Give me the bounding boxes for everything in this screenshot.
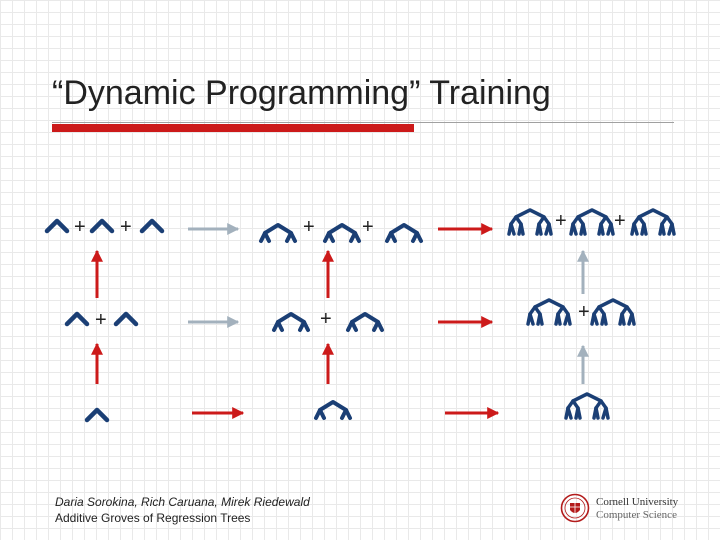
tree-2-icon bbox=[385, 223, 423, 243]
plus-sign: + bbox=[303, 216, 315, 238]
tree-2-icon bbox=[314, 400, 352, 420]
grove-col2-row1: + + bbox=[259, 216, 423, 243]
title-accent-bar bbox=[52, 124, 414, 132]
tree-3-icon bbox=[630, 208, 676, 236]
grove-col1-row1: + + bbox=[47, 216, 162, 238]
footer-paper-title: Additive Groves of Regression Trees bbox=[55, 511, 251, 525]
grove-col2-row3 bbox=[314, 400, 352, 420]
logo-text: Cornell University Computer Science bbox=[596, 496, 678, 522]
plus-sign: + bbox=[120, 216, 132, 238]
logo-sub-line: Computer Science bbox=[596, 509, 677, 521]
grove-col1-row3 bbox=[87, 410, 107, 420]
tree-3-icon bbox=[564, 392, 610, 420]
cornell-logo: Cornell University Computer Science bbox=[560, 492, 680, 526]
tree-2-icon bbox=[272, 312, 310, 332]
grove-col3-row3 bbox=[564, 392, 610, 420]
plus-sign: + bbox=[614, 210, 626, 232]
grove-col2-row2: + bbox=[272, 308, 384, 332]
tree-3-icon bbox=[507, 208, 553, 236]
tree-2-icon bbox=[323, 223, 361, 243]
tree-1-icon bbox=[87, 410, 107, 420]
footer: Daria Sorokina, Rich Caruana, Mirek Ried… bbox=[55, 494, 310, 526]
tree-1-icon bbox=[142, 221, 162, 231]
plus-sign: + bbox=[555, 210, 567, 232]
title-underline bbox=[52, 122, 674, 123]
footer-authors: Daria Sorokina, Rich Caruana, Mirek Ried… bbox=[55, 495, 310, 509]
plus-sign: + bbox=[95, 309, 107, 331]
grove-col3-row2: + bbox=[526, 298, 636, 326]
grove-col3-row1: + + bbox=[507, 208, 676, 236]
cornell-seal-icon bbox=[560, 493, 590, 523]
tree-2-icon bbox=[259, 223, 297, 243]
tree-1-icon bbox=[67, 314, 87, 324]
tree-2-icon bbox=[346, 312, 384, 332]
tree-1-icon bbox=[92, 221, 112, 231]
plus-sign: + bbox=[578, 301, 590, 323]
slide-title: “Dynamic Programming” Training bbox=[52, 74, 551, 112]
plus-sign: + bbox=[362, 216, 374, 238]
tree-1-icon bbox=[47, 221, 67, 231]
tree-3-icon bbox=[569, 208, 615, 236]
tree-3-icon bbox=[590, 298, 636, 326]
plus-sign: + bbox=[74, 216, 86, 238]
tree-1-icon bbox=[116, 314, 136, 324]
logo-name-line: Cornell University bbox=[596, 496, 679, 508]
grove-col1-row2: + bbox=[67, 309, 136, 331]
plus-sign: + bbox=[320, 308, 332, 330]
tree-3-icon bbox=[526, 298, 572, 326]
